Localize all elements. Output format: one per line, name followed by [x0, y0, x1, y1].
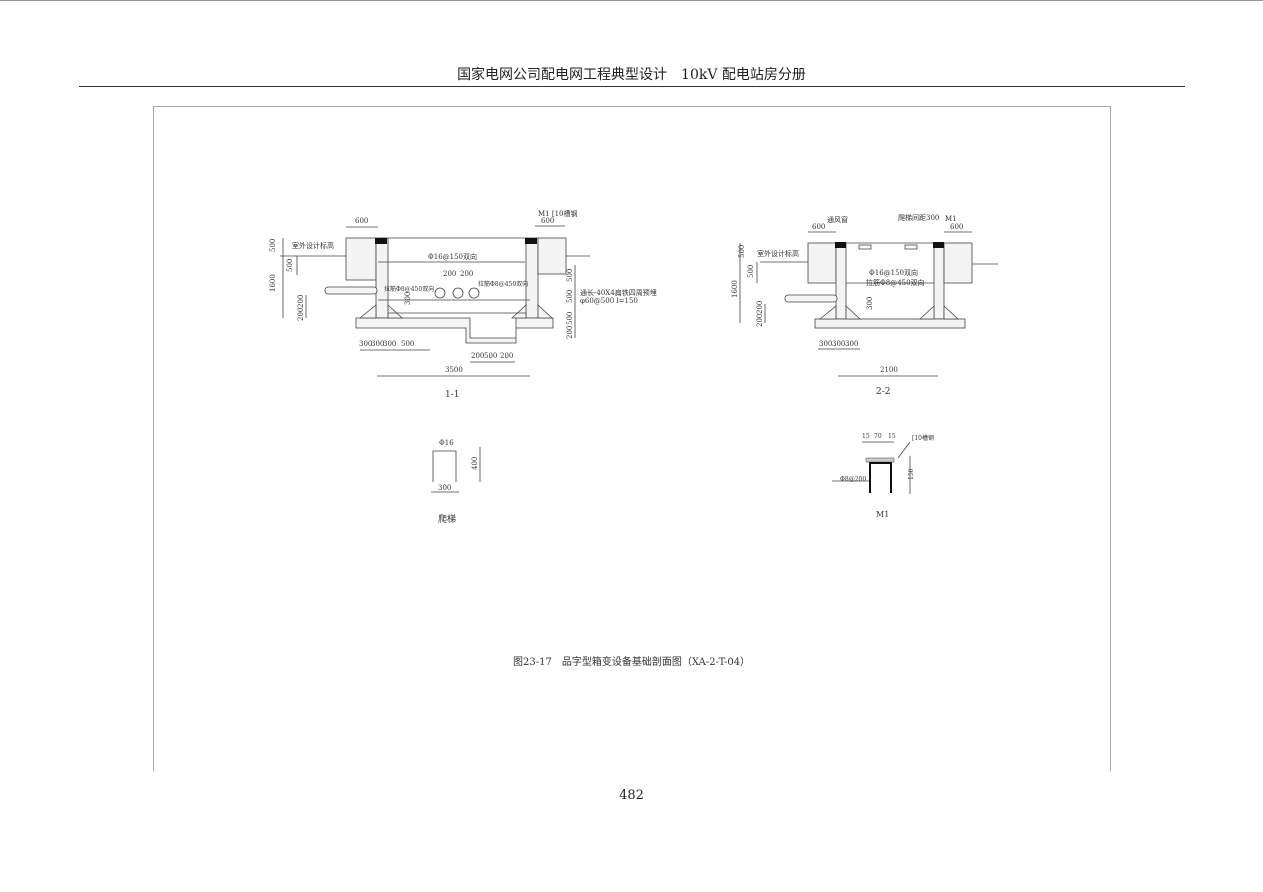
drawing-label: 爬梯间距300: [898, 213, 939, 222]
drawing-label: 500: [484, 352, 497, 360]
drawing-label: 600: [812, 223, 825, 231]
section-2-2-drawing: 通风窗 爬梯间距300 M1 600 600 室外设计标高 Φ16@150双向 …: [731, 213, 998, 397]
ladder-detail: Φ16 400 300 爬梯: [431, 439, 481, 525]
section-1-1-drawing: 600 600 M1 [10槽钢 室外设计标高 Φ16@150双向 拉筋Φ8@4…: [269, 209, 657, 400]
drawing-label: 600: [355, 217, 368, 225]
top-border: [0, 0, 1263, 1]
m1-detail: 15 70 15 [10槽钢 Φ8@200 150 M1: [832, 433, 934, 519]
drawing-label: 70: [874, 433, 882, 440]
drawing-label: 500: [566, 290, 574, 303]
drawing-label: 500: [738, 245, 746, 258]
drawing-label: 600: [950, 223, 963, 231]
drawing-label: Φ8@200: [840, 476, 866, 483]
drawing-label: 500: [566, 312, 574, 325]
drawing-label: 200: [566, 326, 574, 339]
drawing-label: 200: [471, 352, 484, 360]
page-number: 482: [619, 788, 644, 803]
drawing-label: Φ16@150双向: [428, 252, 477, 261]
drawing-label: 300: [832, 340, 845, 348]
drawing-label: 爬梯: [438, 513, 456, 525]
drawing-frame: [153, 106, 1111, 771]
drawing-label: 拉筋Φ8@450双向: [866, 278, 925, 287]
drawing-label: 200: [500, 352, 513, 360]
drawing-label: 200: [460, 270, 473, 278]
drawing-label: M1 [10槽钢: [538, 209, 577, 218]
drawing-label: φ60@500 l=150: [580, 297, 638, 305]
drawing-label: 200: [443, 270, 456, 278]
drawing-label: 200: [756, 301, 764, 314]
drawing-label: 1600: [731, 280, 739, 298]
drawing-label: 300: [359, 340, 372, 348]
drawing-label: 300: [819, 340, 832, 348]
drawing-label: 300: [866, 297, 874, 310]
figure-caption: 图23-17 品字型箱变设备基础剖面图（XA-2-T-04）: [513, 655, 750, 668]
drawing-label: 300: [371, 340, 384, 348]
drawing-label: 2-2: [876, 387, 891, 397]
drawing-label: 通风窗: [827, 215, 848, 224]
drawing-label: 200: [297, 308, 305, 321]
drawing-label: 300: [404, 292, 412, 305]
drawing-label: 拉筋Φ8@450双向: [384, 285, 434, 293]
drawing-label: 1-1: [445, 390, 460, 400]
drawing-label: 500: [566, 269, 574, 282]
drawing-label: 室外设计标高: [292, 241, 334, 250]
drawing-label: 200: [297, 295, 305, 308]
drawing-label: 1600: [269, 274, 277, 292]
drawing-label: M1: [945, 215, 957, 223]
drawing-label: 500: [269, 239, 277, 252]
drawing-label: 300: [845, 340, 858, 348]
drawing-label: 300: [438, 484, 451, 492]
drawing-label: 拉筋Φ8@450双向: [478, 280, 528, 288]
header-rule: [79, 86, 1185, 87]
drawing-label: Φ16@150双向: [869, 268, 918, 277]
drawing-label: 500: [286, 259, 294, 272]
drawing-label: 400: [471, 457, 479, 470]
drawing-label: 3500: [445, 366, 463, 374]
drawing-label: 15: [888, 433, 896, 440]
drawing-label: M1: [876, 510, 889, 519]
drawing-label: 300: [383, 340, 396, 348]
drawing-label: Φ16: [439, 439, 454, 447]
drawing-label: 500: [401, 340, 414, 348]
drawing-label: 150: [908, 468, 915, 480]
drawing-label: 通长-40X4扁铁四周预埋: [580, 288, 657, 297]
drawing-label: 500: [747, 265, 755, 278]
drawing-label: 600: [541, 217, 554, 225]
drawing-label: 200: [756, 314, 764, 327]
drawing-label: 室外设计标高: [757, 249, 799, 258]
drawing-label: 15: [862, 433, 870, 440]
drawing-label: 2100: [880, 366, 898, 374]
drawing-label: [10槽钢: [912, 434, 934, 442]
page-header: 国家电网公司配电网工程典型设计 10kV 配电站房分册: [457, 67, 806, 83]
